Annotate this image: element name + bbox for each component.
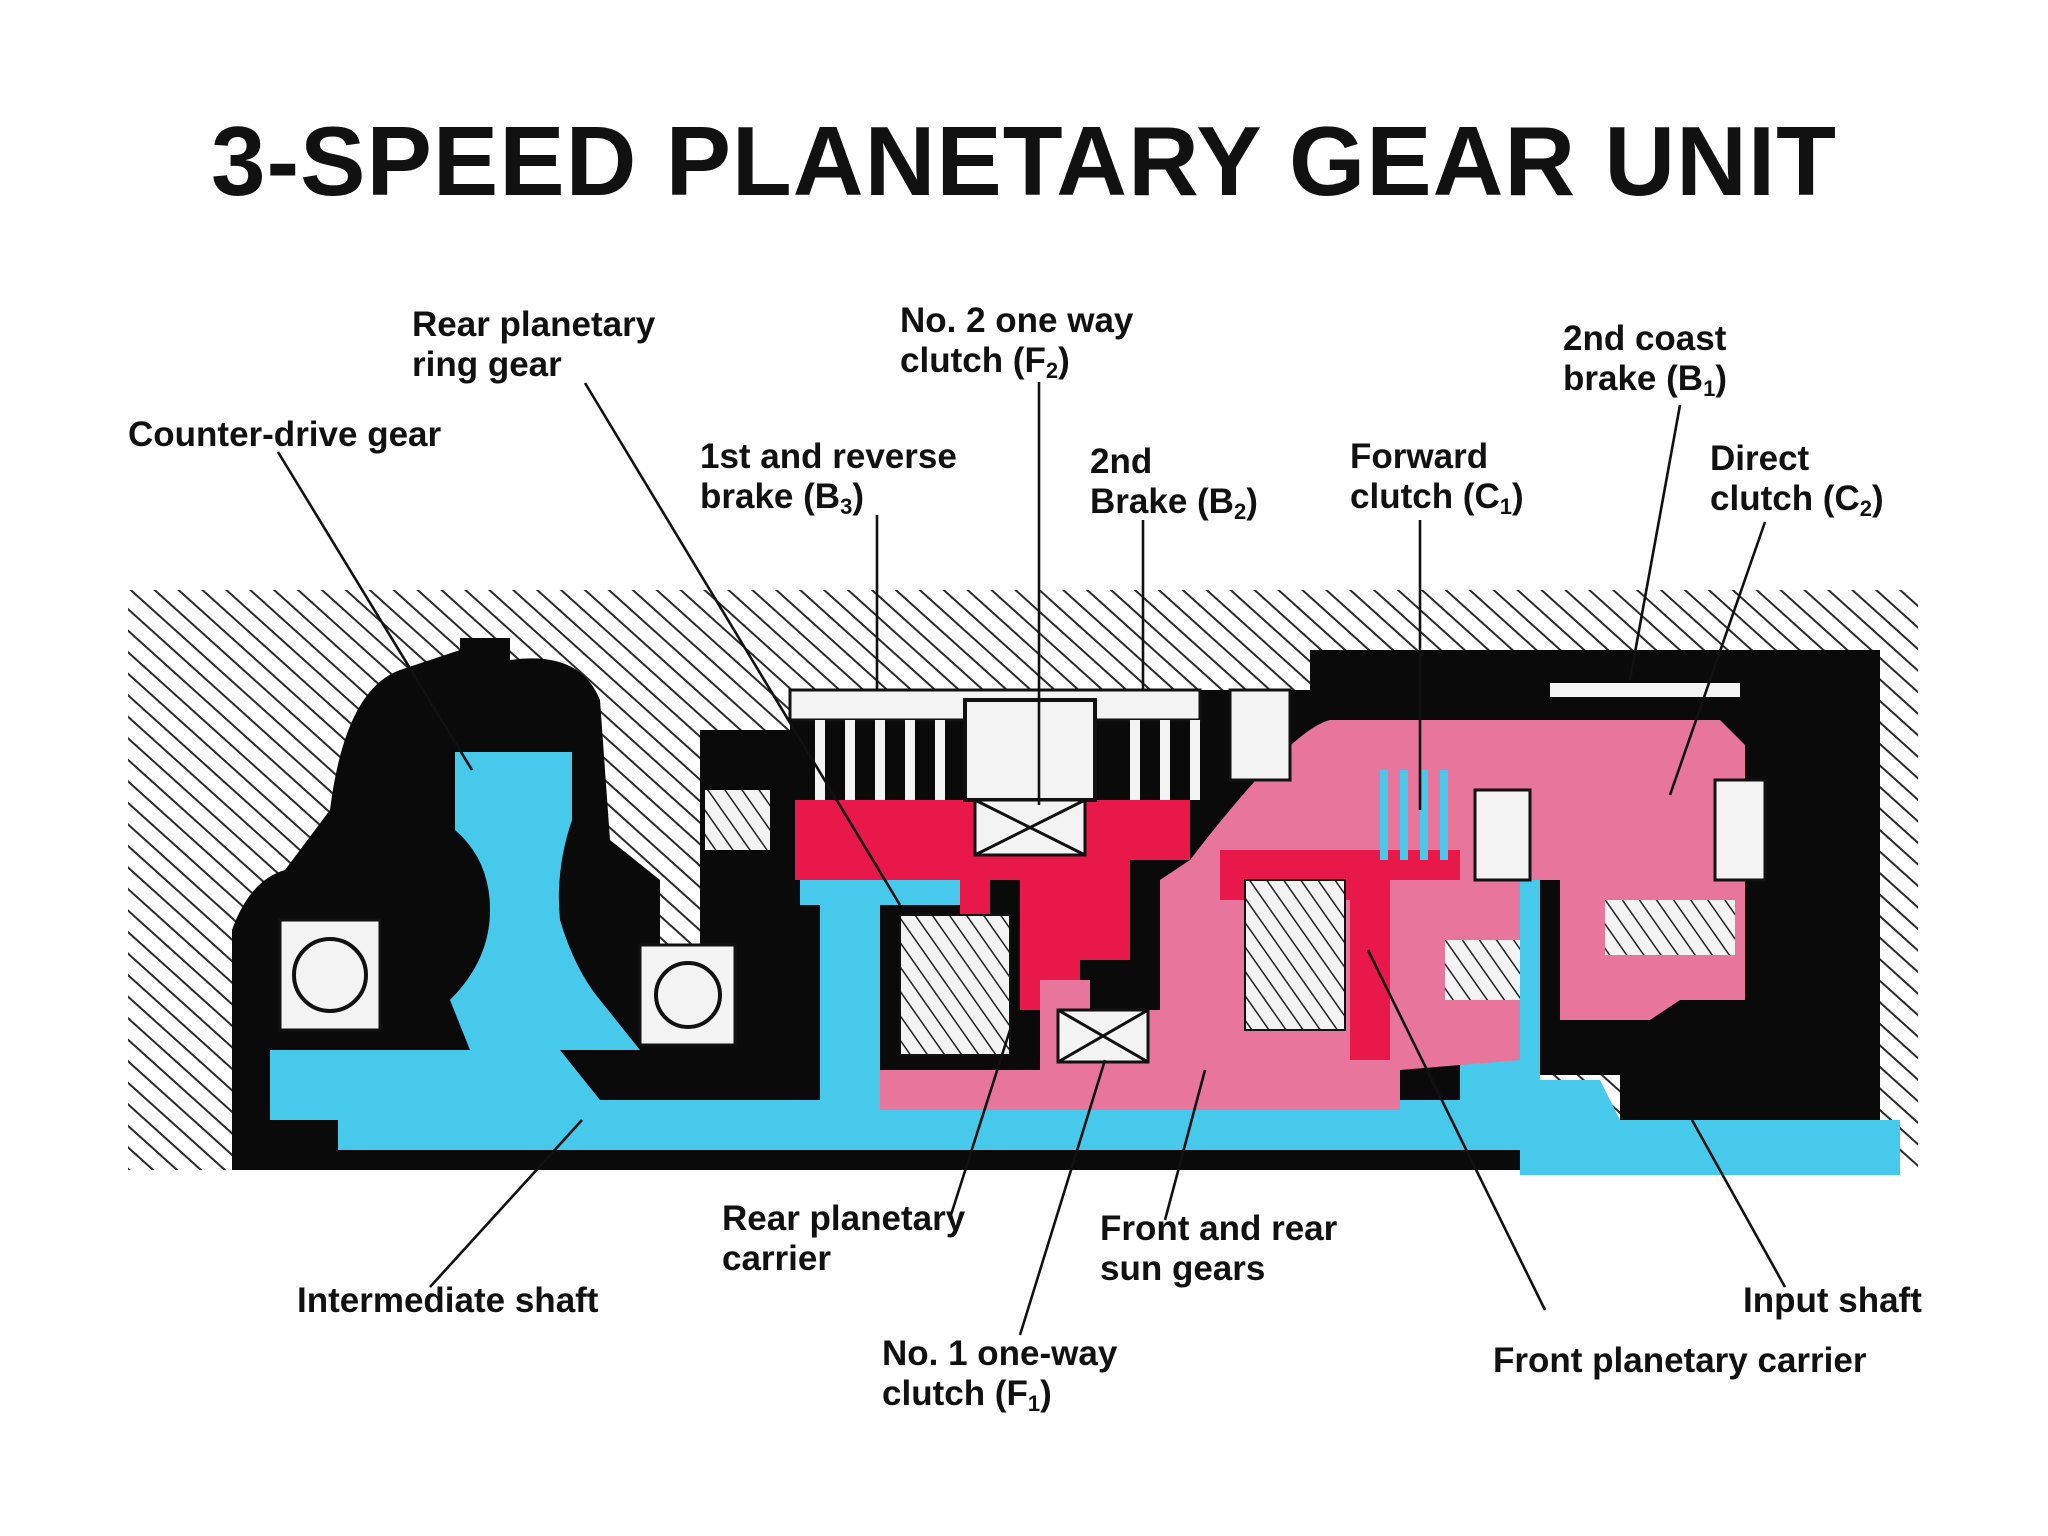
label-f1-one-way-clutch: No. 1 one-way clutch (F1)	[882, 1334, 1127, 1416]
counter-drive-gear-part	[450, 752, 640, 1050]
b2-piston-seal	[1228, 688, 1292, 782]
f1-one-way-clutch	[1056, 1008, 1150, 1064]
b1-band	[1550, 683, 1740, 697]
c2-return-spring	[1605, 900, 1735, 955]
label-front-planetary-carrier: Front planetary carrier	[1493, 1341, 1867, 1380]
label-input-shaft: Input shaft	[1743, 1281, 1922, 1320]
direct-clutch-plates	[1600, 760, 1668, 840]
label-rear-planetary-ring-gear: Rear planetary ring gear	[412, 305, 665, 384]
brake-plates	[788, 688, 1202, 800]
center-ball-bearing	[638, 943, 737, 1047]
c2-piston-seal	[1713, 778, 1767, 882]
rear-planetary-pinion	[899, 914, 1011, 1056]
label-sun-gears: Front and rear sun gears	[1100, 1209, 1347, 1288]
label-b2-brake: 2nd Brake (B2)	[1090, 442, 1258, 524]
left-ball-bearing	[278, 918, 382, 1032]
label-b3-brake: 1st and reverse brake (B3)	[700, 437, 967, 519]
front-planetary-pinion	[1244, 879, 1346, 1031]
label-counter-drive-gear: Counter-drive gear	[128, 415, 441, 454]
f2-one-way-clutch	[963, 698, 1097, 857]
label-intermediate-shaft: Intermediate shaft	[297, 1281, 599, 1320]
brake-hub-red	[795, 800, 1190, 1010]
leader-lines	[276, 382, 1787, 1336]
forward-clutch-plates	[1380, 770, 1448, 860]
label-f2-one-way-clutch: No. 2 one way clutch (F2)	[900, 301, 1143, 383]
c1-return-spring	[1445, 940, 1520, 1000]
label-c2-direct-clutch: Direct clutch (C2)	[1710, 439, 1884, 521]
b3-return-spring	[705, 790, 770, 850]
rear-ring-gear-part	[800, 880, 990, 1100]
label-c1-forward-clutch: Forward clutch (C1)	[1350, 437, 1524, 519]
c1-piston-seal	[1473, 788, 1532, 882]
label-b1-coast-brake: 2nd coast brake (B1)	[1563, 319, 1736, 401]
diagram-title: 3-SPEED PLANETARY GEAR UNIT	[210, 106, 1838, 216]
label-rear-planetary-carrier: Rear planetary carrier	[722, 1199, 975, 1278]
